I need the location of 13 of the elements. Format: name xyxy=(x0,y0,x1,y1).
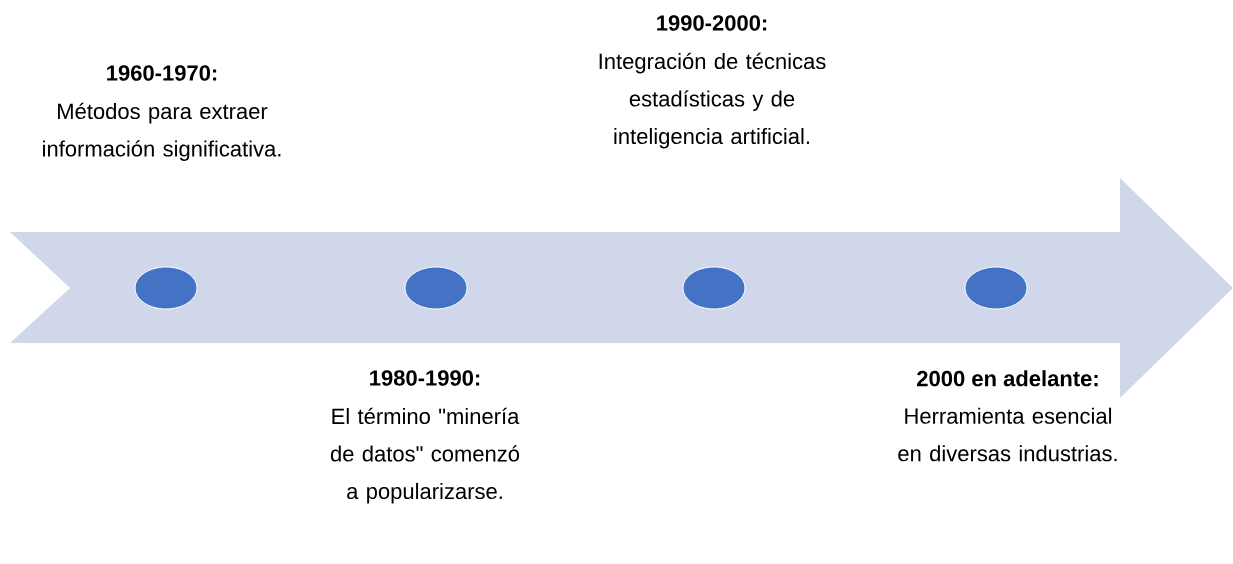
timeline-date: 2000 en adelante: xyxy=(917,370,1098,387)
timeline-date: 1980-1990: xyxy=(370,370,480,386)
timeline-description: Integración de técnicas estadísticas y de inteligencia artificial. xyxy=(599,52,826,149)
timeline-description: El término "minería de datos" comenzó a popularizarse. xyxy=(330,407,520,504)
timeline-description: Herramienta esencial en diversas industrias. xyxy=(898,407,1117,462)
timeline-dot xyxy=(682,266,746,310)
timeline-description: Métodos para extraer información significativa. xyxy=(43,102,281,161)
timeline-date: 1960-1970: xyxy=(107,65,217,81)
timeline-date: 1990-2000: xyxy=(657,15,767,31)
timeline-dot xyxy=(964,266,1028,310)
timeline-dot xyxy=(134,266,198,310)
timeline-arrow xyxy=(10,178,1233,398)
timeline-dot xyxy=(404,266,468,310)
